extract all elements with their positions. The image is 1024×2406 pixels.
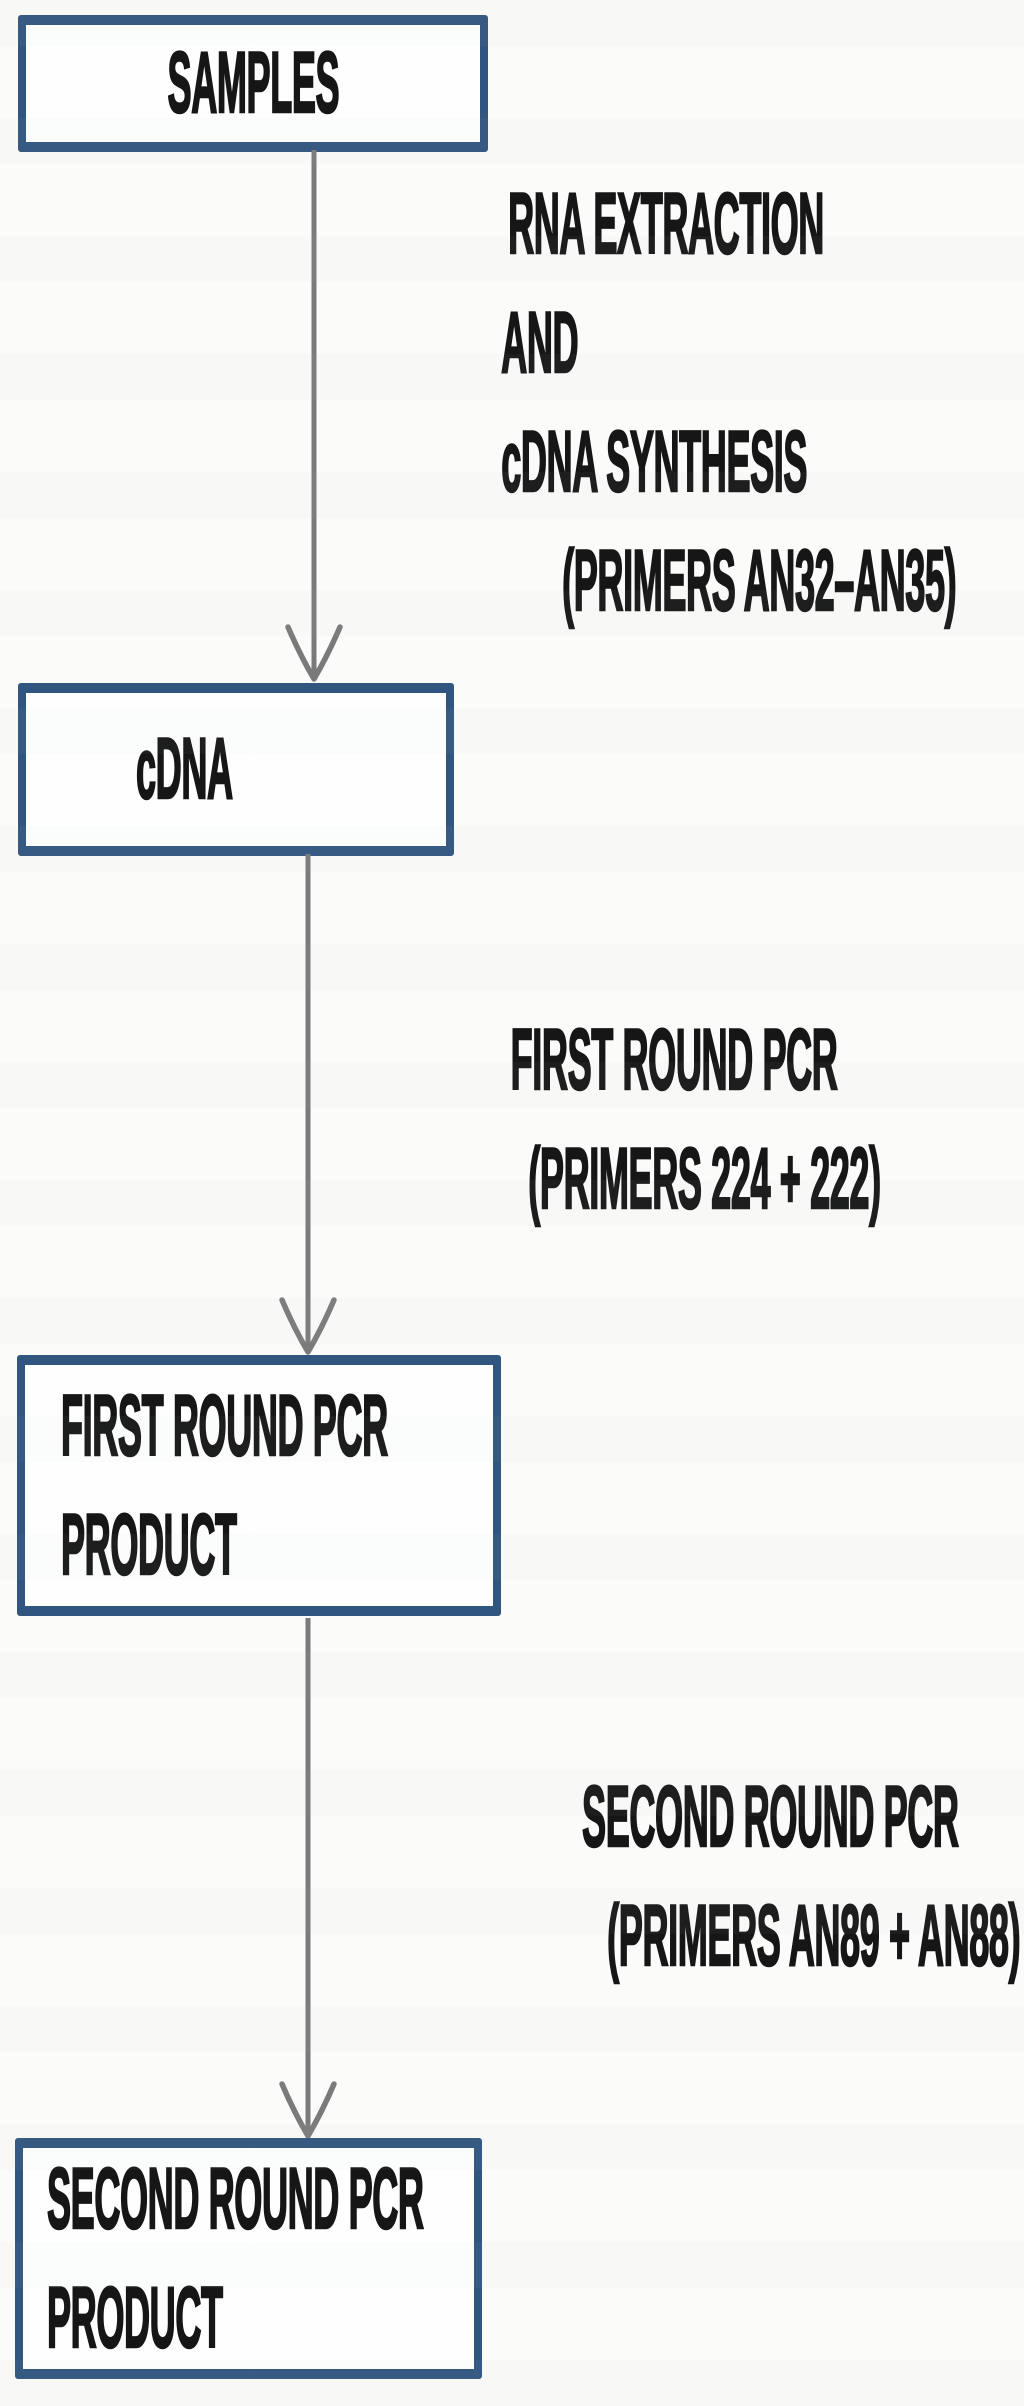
arrow-head (279, 2081, 337, 2139)
edge-label-line: SECOND ROUND PCR (581, 1768, 959, 1867)
arrow-head (285, 624, 343, 682)
node-label-cdna: cDNA (135, 720, 233, 819)
edge-label-line: (PRIMERS AN89 + AN88) (607, 1887, 1021, 1986)
node-label-samples: SAMPLES (167, 34, 340, 133)
node-label-line: PRODUCT (60, 1495, 237, 1594)
arrow-down-icon (279, 1618, 337, 2139)
flow-node-cdna: cDNA (18, 683, 454, 856)
edge-label-line: (PRIMERS AN32–AN35) (562, 532, 958, 631)
edge-label-rna-extraction: RNA EXTRACTION AND cDNA SYNTHESIS (PRIME… (290, 165, 958, 641)
edge-label-first-round-pcr: FIRST ROUND PCR (PRIMERS 224 + 222) (285, 1001, 881, 1239)
edge-label-line: cDNA SYNTHESIS (501, 413, 808, 512)
arrow-head (279, 1297, 337, 1355)
arrow-down-icon (285, 150, 343, 682)
node-label-line: FIRST ROUND PCR (60, 1376, 388, 1475)
edge-label-line: FIRST ROUND PCR (510, 1011, 838, 1110)
edge-label-line: AND (501, 294, 579, 393)
edge-label-second-round-pcr: SECOND ROUND PCR (PRIMERS AN89 + AN88) (322, 1758, 1021, 1996)
flow-node-samples: SAMPLES (18, 15, 488, 152)
node-label-line: SECOND ROUND PCR (46, 2149, 424, 2248)
flow-node-second-round-pcr-product: SECOND ROUND PCR PRODUCT (15, 2138, 482, 2379)
edge-label-line: RNA EXTRACTION (508, 175, 825, 274)
edge-label-line: (PRIMERS 224 + 222) (528, 1130, 882, 1229)
node-label-line: PRODUCT (46, 2268, 223, 2367)
flow-node-first-round-pcr-product: FIRST ROUND PCR PRODUCT (17, 1355, 501, 1616)
arrow-down-icon (279, 854, 337, 1355)
